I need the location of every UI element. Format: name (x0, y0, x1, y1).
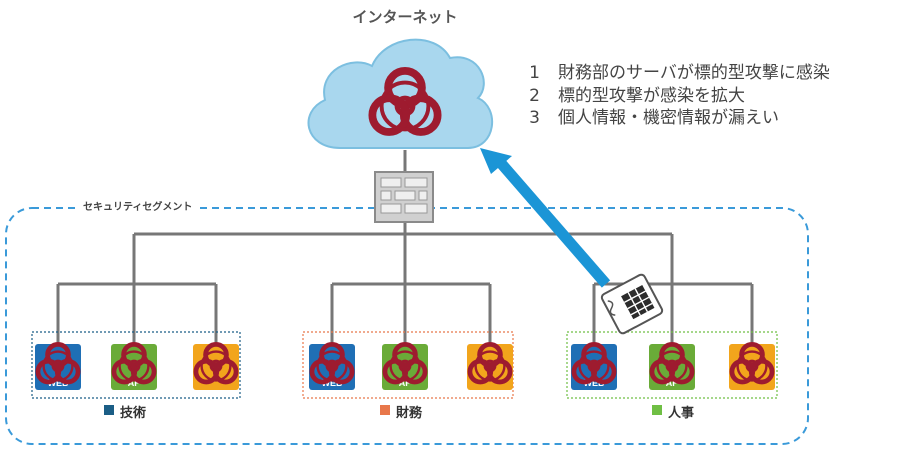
note-number: 2 (529, 85, 540, 106)
firewall-icon (374, 171, 434, 223)
group-label-hr: 人事 (668, 406, 695, 421)
document-icon (600, 273, 664, 335)
group-box-hr (566, 331, 778, 399)
svg-text:AP: AP (399, 378, 412, 388)
legend-square-finance (380, 405, 390, 415)
svg-text:AP: AP (128, 378, 141, 388)
note-text: 財務部のサーバが標的型攻撃に感染 (558, 63, 830, 83)
group-box-tech (31, 331, 241, 399)
exfiltration-arrow (480, 148, 611, 288)
note-item: 2 標的型攻撃が感染を拡大 (528, 85, 830, 108)
svg-text:WEB: WEB (48, 378, 69, 388)
group-label-finance: 財務 (396, 406, 423, 421)
cloud-icon (307, 38, 494, 149)
network-lines (56, 150, 754, 345)
segment-label: セキュリティセグメント (75, 198, 201, 213)
svg-text:WEB: WEB (322, 378, 343, 388)
legend-square-hr (652, 405, 662, 415)
svg-text:AP: AP (666, 378, 679, 388)
note-text: 標的型攻撃が感染を拡大 (558, 85, 745, 106)
note-item: 1 財務部のサーバが標的型攻撃に感染 (528, 62, 830, 85)
legend-square-tech (104, 405, 114, 415)
diagram-title: インターネット (352, 8, 458, 26)
svg-text:WEB: WEB (584, 378, 605, 388)
note-number: 3 (529, 108, 540, 128)
note-text: 個人情報・機密情報が漏えい (558, 108, 779, 128)
notes-list: 1 財務部のサーバが標的型攻撃に感染 2 標的型攻撃が感染を拡大 3 個人情報・… (528, 62, 830, 130)
note-number: 1 (529, 63, 540, 83)
group-box-finance (302, 331, 514, 399)
note-item: 3 個人情報・機密情報が漏えい (528, 107, 830, 130)
group-label-tech: 技術 (120, 406, 147, 421)
